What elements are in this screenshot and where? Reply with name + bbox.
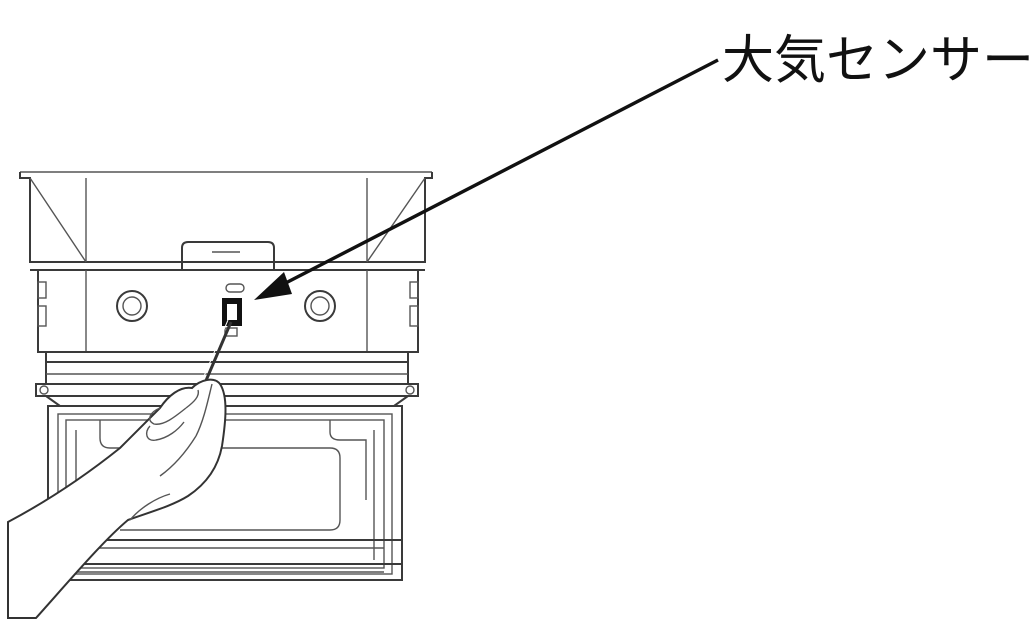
screw-right [304,290,336,322]
hand-with-swab [7,319,233,619]
arrow-head-icon [254,272,292,300]
hood-front-panel [37,270,419,353]
callout-label: 大気センサー [722,31,1030,91]
screw-left [116,290,148,322]
filter-rails [35,351,419,407]
callout-arrow [254,58,719,300]
hood-upper-body [19,171,433,271]
